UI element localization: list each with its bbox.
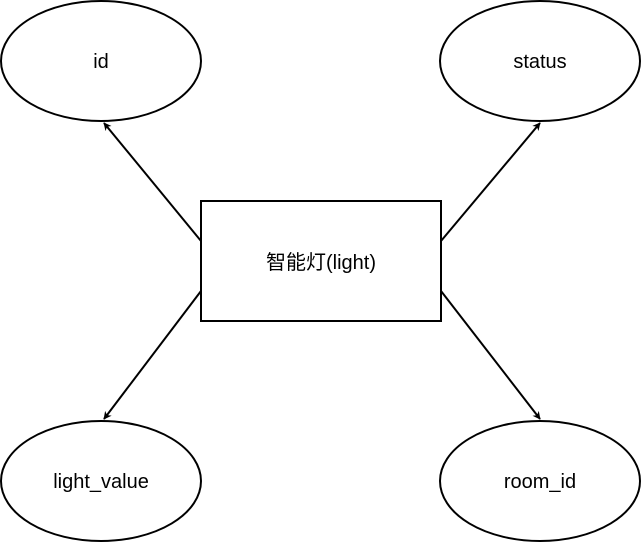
entity-light-shape — [200, 200, 442, 322]
attribute-status-shape — [439, 0, 641, 122]
attribute-id[interactable]: id — [0, 0, 202, 122]
attribute-room-id[interactable]: room_id — [439, 420, 641, 542]
arrow-to-status — [440, 122, 541, 242]
arrow-to-light-value — [103, 290, 202, 420]
attribute-room-id-shape — [439, 420, 641, 542]
attribute-id-label: id — [93, 51, 109, 73]
attribute-light-value-label: light_value — [53, 471, 149, 493]
attribute-id-shape — [0, 0, 202, 122]
attribute-light-value[interactable]: light_value — [0, 420, 202, 542]
attribute-light-value-shape — [0, 420, 202, 542]
entity-light-label: 智能灯(light) — [266, 251, 376, 274]
arrow-to-room-id — [440, 290, 541, 420]
attribute-room-id-label: room_id — [504, 471, 576, 493]
arrow-to-id — [103, 122, 202, 242]
entity-light[interactable]: 智能灯(light) — [200, 200, 442, 322]
attribute-status-label: status — [513, 51, 566, 73]
attribute-status[interactable]: status — [439, 0, 641, 122]
